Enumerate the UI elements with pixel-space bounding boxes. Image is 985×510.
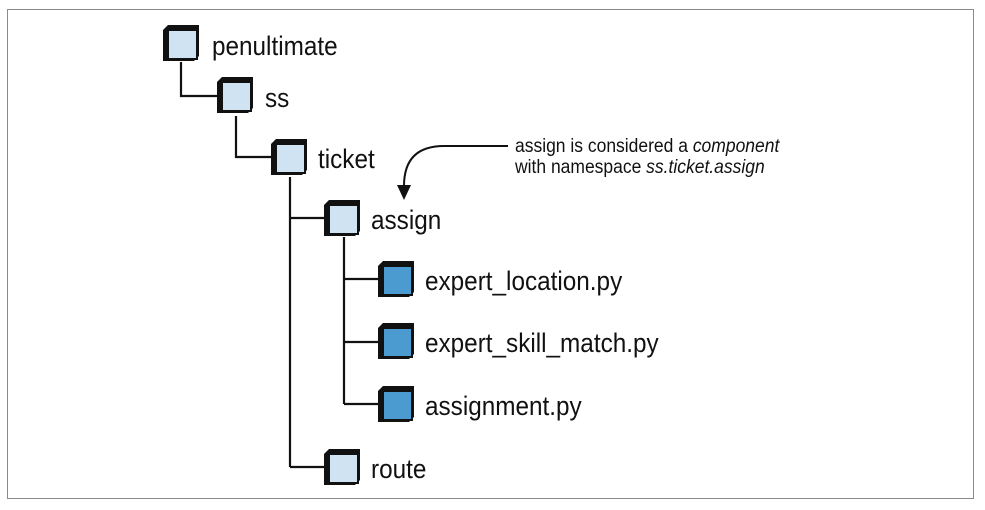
tree-connectors xyxy=(179,62,378,469)
file-icon-assignment xyxy=(378,386,414,422)
node-label-ss: ss xyxy=(265,83,290,113)
node-label-ticket: ticket xyxy=(318,144,375,174)
folder-icon-ticket xyxy=(271,139,307,175)
connector-ss-ticket xyxy=(234,116,271,159)
node-label-expert-skill-match: expert_skill_match.py xyxy=(425,328,659,358)
folder-icon-route xyxy=(324,449,360,485)
annotation-line-1: assign is considered a component xyxy=(515,136,780,157)
annotation-text: assign is considered a component with na… xyxy=(515,136,779,179)
annotation-arrow xyxy=(403,145,508,187)
annotation-arrowhead xyxy=(397,185,411,200)
file-icon-expert-skill-match xyxy=(378,323,414,359)
annotation-line-2: with namespace ss.ticket.assign xyxy=(515,157,765,179)
diagram-frame xyxy=(7,9,974,499)
node-label-penultimate: penultimate xyxy=(212,31,338,61)
folder-icon-assign xyxy=(324,200,360,236)
file-icon-expert-location xyxy=(378,261,414,297)
folder-icon-ss xyxy=(217,77,253,113)
node-label-assignment: assignment.py xyxy=(425,391,582,421)
node-label-assign: assign xyxy=(371,205,442,235)
connector-penultimate-ss xyxy=(179,62,219,98)
node-label-route: route xyxy=(371,454,427,484)
node-label-expert-location: expert_location.py xyxy=(425,266,623,296)
folder-icon-penultimate xyxy=(163,25,199,61)
